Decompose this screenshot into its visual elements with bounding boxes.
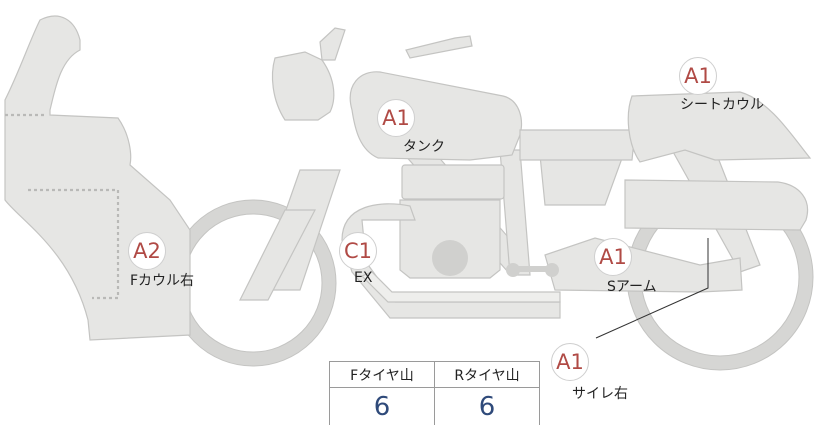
part-label-tank: タンク <box>403 139 445 155</box>
exhaust-pipe <box>341 203 561 319</box>
engine-block <box>399 199 501 279</box>
part-label-swing-arm: Sアーム <box>607 279 657 295</box>
mirror-left <box>319 27 346 61</box>
grade-badge-tank: A1 <box>377 99 415 137</box>
part-label-silencer-right: サイレ右 <box>572 386 628 402</box>
front-tire-tread-value: 6 <box>329 387 435 425</box>
handlebar <box>405 35 473 59</box>
part-label-exhaust: EX <box>354 270 373 286</box>
grade-badge-silencer-right: A1 <box>551 343 589 381</box>
part-label-seat-cowl: シートカウル <box>680 97 764 113</box>
seat-cowl <box>627 91 812 163</box>
grade-badge-f-cowl-right: A2 <box>128 232 166 270</box>
engine-cover <box>432 240 468 276</box>
fork-lower <box>239 209 316 301</box>
tire-tread-header-row: Fタイヤ山 Rタイヤ山 <box>329 361 540 388</box>
tire-tread-value-row: 6 6 <box>329 387 540 425</box>
front-cowl <box>4 15 191 341</box>
front-tire-tread-header: Fタイヤ山 <box>329 361 435 388</box>
grade-badge-seat-cowl: A1 <box>679 57 717 95</box>
engine-head <box>401 164 505 200</box>
exhaust-pipe-lower <box>360 271 561 303</box>
seat <box>519 129 636 161</box>
part-label-f-cowl-right: Fカウル右 <box>130 273 195 289</box>
silencer <box>624 179 809 231</box>
footpeg-bar <box>513 266 552 272</box>
rear-tire-tread-header: Rタイヤ山 <box>434 361 540 388</box>
rear-tire-tread-value: 6 <box>434 387 540 425</box>
cowl-seam-right <box>28 188 120 300</box>
headlight <box>271 51 335 121</box>
grade-badge-swing-arm: A1 <box>594 238 632 276</box>
fuel-tank <box>349 71 523 161</box>
silencer-leader-line <box>595 238 709 339</box>
grade-badge-exhaust: C1 <box>339 232 377 270</box>
tire-tread-table: Fタイヤ山 Rタイヤ山 6 6 <box>329 361 540 425</box>
